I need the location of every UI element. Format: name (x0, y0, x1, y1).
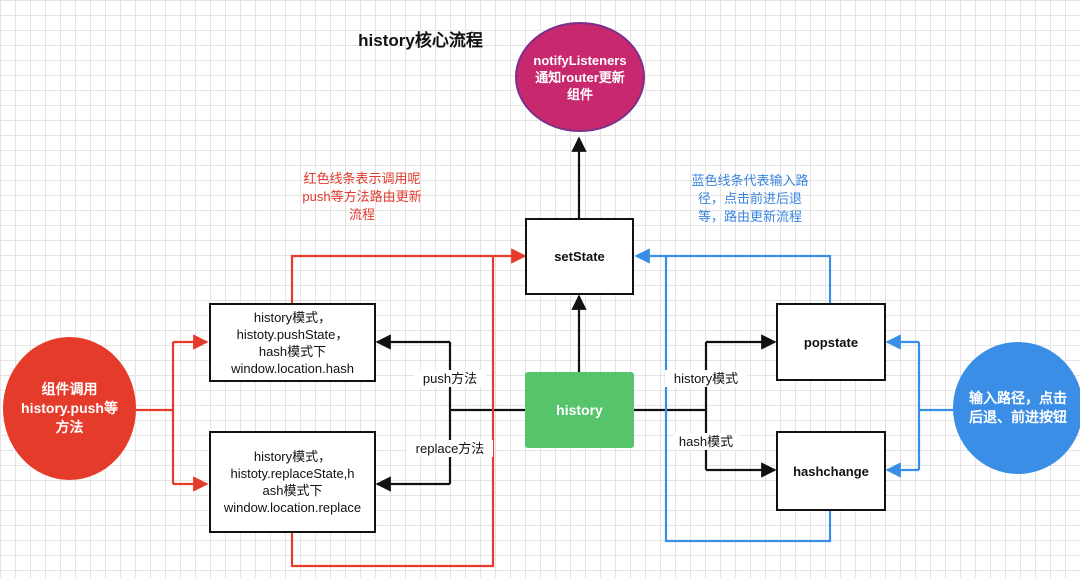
notify-listeners-circle: notifyListeners 通知router更新 组件 (515, 22, 645, 132)
arrow-push-box-to-setstate (290, 248, 527, 303)
arrow-replace-box-to-setstate (290, 256, 495, 568)
red-line-note: 红色线条表示调用呢 push等方法路由更新 流程 (302, 171, 422, 222)
diagram-title: history核心流程 (358, 31, 483, 50)
label-history-mode: history模式 (665, 370, 747, 387)
replace-state-box: history模式， histoty.replaceState,h ash模式下… (209, 431, 376, 533)
history-box: history (525, 372, 634, 448)
popstate-box: popstate (776, 303, 886, 381)
arrow-hashchange-to-setstate (664, 256, 832, 543)
caller-circle: 组件调用 history.push等 方法 (3, 337, 136, 480)
label-push-method: push方法 (414, 370, 486, 387)
input-circle: 输入路径，点击 后退、前进按钮 (953, 342, 1080, 474)
push-state-box: history模式， histoty.pushState， hash模式下 wi… (209, 303, 376, 382)
black-connectors (375, 136, 777, 492)
label-hash-mode: hash模式 (673, 433, 739, 450)
hashchange-box: hashchange (776, 431, 886, 511)
label-replace-method: replace方法 (407, 440, 493, 457)
red-connectors (136, 248, 527, 568)
blue-connectors (634, 248, 953, 543)
arrow-popstate-to-setstate (634, 248, 832, 303)
setstate-box: setState (525, 218, 634, 295)
blue-line-note: 蓝色线条代表输入路 径，点击前进后退 等，路由更新流程 (691, 173, 809, 224)
